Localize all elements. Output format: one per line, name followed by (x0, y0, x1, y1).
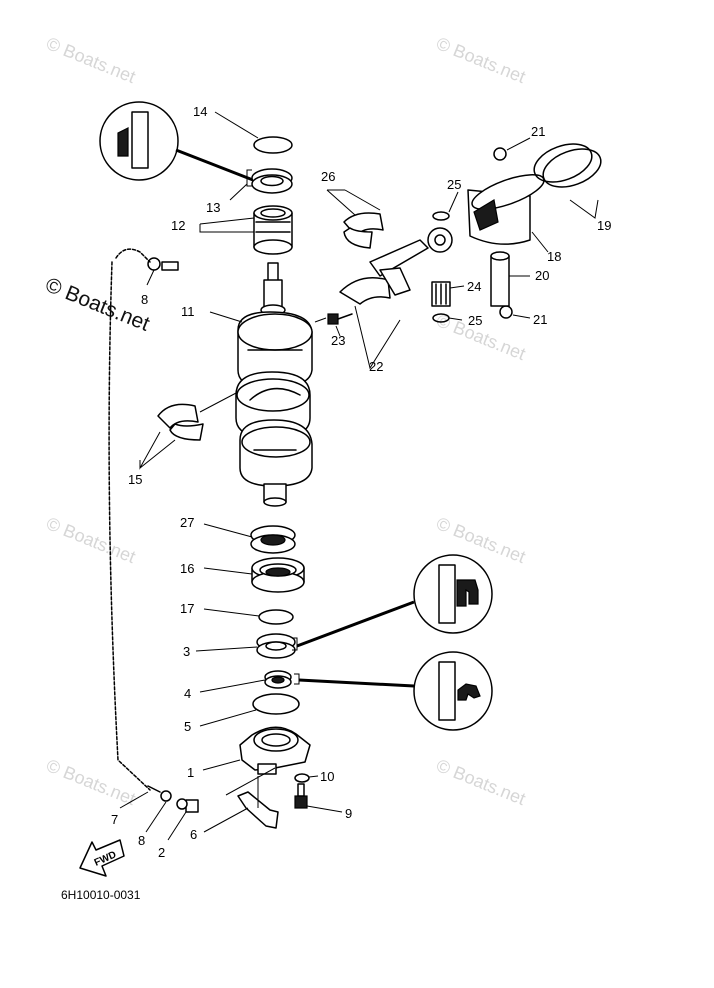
clip-21-bottom (499, 305, 513, 319)
callout-label: 3 (183, 644, 190, 659)
watermark-prominent: © Boats.net (42, 273, 153, 336)
hose-end-7 (119, 785, 172, 833)
oil-seal-13 (229, 168, 293, 201)
callout-label: 4 (184, 686, 191, 701)
clip-8-top (146, 257, 179, 286)
callout-label: 13 (206, 200, 220, 215)
watermark: © Boats.net (44, 513, 139, 567)
callout-label: 1 (187, 765, 194, 780)
callout-label: 8 (141, 292, 148, 307)
needle-bearing-24 (431, 281, 465, 307)
o-ring-14 (214, 111, 293, 154)
forward-arrow-icon: FWD (79, 839, 125, 877)
clip-21-top (493, 147, 507, 161)
diagram-code: 6H10010-0031 (61, 888, 141, 902)
detail-circle-grease-lower (298, 651, 493, 731)
piston-rings-19 (533, 143, 602, 219)
callout-label: 18 (547, 249, 561, 264)
detail-circle-grease-mid (296, 554, 493, 648)
callout-label: 21 (531, 124, 545, 139)
callout-label: 26 (321, 169, 335, 184)
callout-label: 24 (467, 279, 481, 294)
oil-seal-4 (199, 670, 300, 693)
bracket-6 (203, 767, 279, 833)
bolt-23 (314, 313, 353, 337)
callout-label: 17 (180, 601, 194, 616)
callout-label: 12 (171, 218, 185, 233)
bearing-halves-15 (139, 391, 239, 470)
callout-label: 25 (447, 177, 461, 192)
callout-label: 10 (320, 769, 334, 784)
callout-label: 25 (468, 313, 482, 328)
callout-label: 11 (181, 304, 195, 319)
washer-25-top (432, 211, 450, 221)
callout-label: 21 (533, 312, 547, 327)
callout-label: 19 (597, 218, 611, 233)
bearing-26 (326, 189, 384, 249)
callout-label: 5 (184, 719, 191, 734)
ball-bearing-16 (203, 557, 305, 593)
housing-1 (202, 726, 311, 775)
fitting-2 (167, 798, 199, 841)
watermark: © Boats.net (434, 755, 529, 809)
bearing-12 (199, 205, 293, 255)
callout-label: 7 (111, 812, 118, 827)
oil-seal-3 (195, 633, 298, 659)
piston-pin-20 (490, 251, 530, 307)
callout-label: 27 (180, 515, 194, 530)
o-ring-5 (199, 693, 300, 727)
watermark: © Boats.net (44, 755, 139, 809)
circlip-17 (203, 608, 294, 625)
watermark: © Boats.net (44, 33, 139, 87)
callout-label: 20 (535, 268, 549, 283)
part-27 (203, 523, 296, 554)
callout-label: 2 (158, 845, 165, 860)
hose-7 (108, 248, 151, 791)
piston-18 (467, 174, 549, 253)
watermark: © Boats.net (434, 33, 529, 87)
callout-label: 14 (193, 104, 207, 119)
callout-label: 23 (331, 333, 345, 348)
callout-label: 22 (369, 359, 383, 374)
callout-label: 15 (128, 472, 142, 487)
bolt-9 (294, 783, 343, 813)
callout-label: 8 (138, 833, 145, 848)
washer-10 (294, 773, 310, 783)
callout-label: 9 (345, 806, 352, 821)
callout-label: 6 (190, 827, 197, 842)
connecting-rod-22 (339, 227, 453, 370)
callout-label: 16 (180, 561, 194, 576)
detail-circle-grease-top (99, 101, 254, 182)
crankshaft-11 (209, 262, 313, 507)
